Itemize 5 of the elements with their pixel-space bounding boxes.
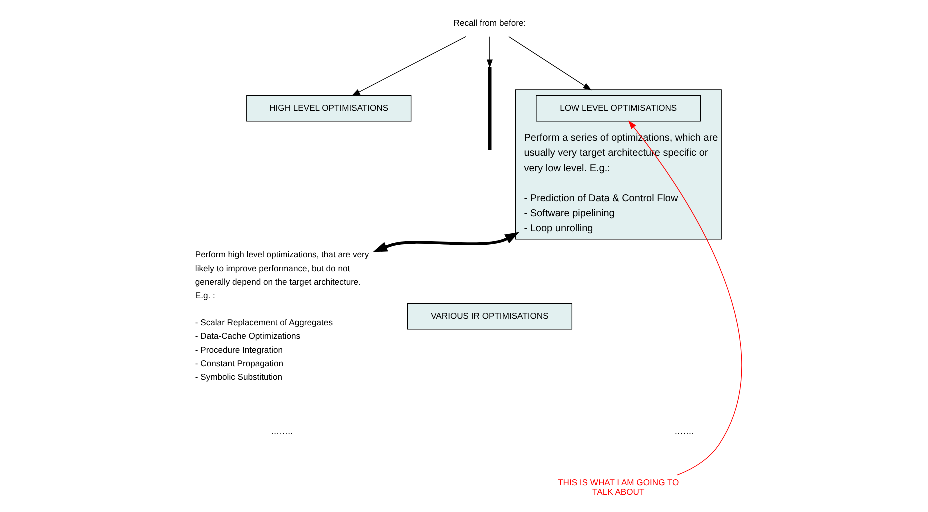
label: …….	[674, 426, 694, 436]
label: ……..	[270, 426, 292, 436]
node-text: Perform high level optimizations, that are very likely to improve performance, but do not generally depend on the target architecture. E.g. : - Scalar Replacement of Aggregates - Data-Cache Optimizations - Procedure Integration - Constant Propagation - Symbolic Substitution	[194, 250, 369, 382]
node-text: THIS IS WHAT I AM GOING TO TALK ABOUT	[558, 478, 679, 498]
node-text: Recall from before:	[453, 18, 526, 28]
